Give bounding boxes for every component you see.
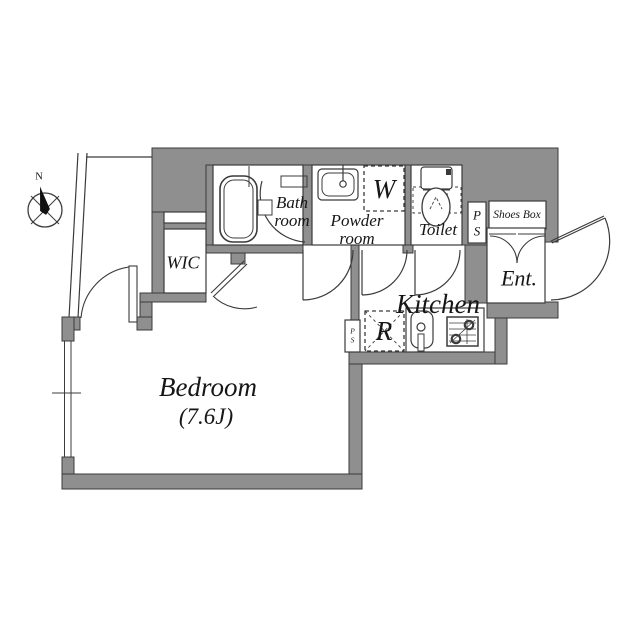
- pipe-shaft-upper-s: S: [473, 223, 481, 238]
- refrigerator-label: R: [375, 315, 393, 346]
- entrance-label: Ent.: [500, 265, 538, 291]
- washbasin-icon: [317, 165, 359, 201]
- bath-fixtures-icon: [248, 166, 308, 188]
- powder-room-label-line2: room: [339, 229, 375, 248]
- pipe-shaft-upper-p: P: [473, 207, 481, 223]
- room-outlines: [163, 164, 547, 353]
- powder-room-label: Powder room: [331, 212, 384, 248]
- toilet-label: Toilet: [418, 220, 458, 240]
- pipe-shaft-upper-label: P S: [473, 207, 481, 238]
- balcony-door-arc: [80, 265, 138, 323]
- toilet-door-arc: [414, 249, 461, 296]
- powder-room-door-arc: [361, 249, 408, 296]
- entrance-door-arc: [550, 215, 611, 301]
- shoes-box-doors: [489, 233, 546, 264]
- bathroom-label-line2: room: [274, 211, 310, 230]
- stove-icon: [446, 316, 479, 347]
- bathtub-icon: [219, 175, 258, 243]
- hall-door-arc: [302, 249, 354, 301]
- powder-room-label-line1: Powder: [330, 211, 384, 231]
- compass-north-label: N: [35, 171, 43, 183]
- shoes-box: [488, 200, 547, 230]
- kitchen-label: Kitchen: [396, 288, 480, 319]
- bathroom-area: [212, 164, 304, 246]
- wic-area: [163, 228, 207, 294]
- bath-door-arc: [257, 180, 306, 243]
- bedroom-size-label: (7.6J): [178, 403, 234, 429]
- bedroom-window: [52, 341, 81, 457]
- shoes-box-label: Shoes Box: [493, 208, 541, 221]
- entrance-area: [486, 227, 546, 304]
- compass-icon: [27, 186, 63, 228]
- bedroom-label: Bedroom: [159, 371, 257, 402]
- balcony-edge: [68, 152, 152, 319]
- bathroom-label: Bath room: [274, 194, 309, 230]
- pipe-shaft-lower-p: P: [350, 326, 355, 336]
- washing-machine-box: [363, 165, 405, 212]
- pipe-shaft-lower-s: S: [350, 335, 355, 344]
- toilet-icon: [412, 166, 462, 227]
- wic-upper-slot: [163, 211, 207, 224]
- washing-machine-label: W: [372, 173, 396, 204]
- refrigerator-box: [364, 310, 405, 352]
- pipe-shaft-upper-box: [467, 201, 487, 244]
- wic-label: WIC: [166, 252, 200, 273]
- wic-door-arc: [210, 260, 258, 310]
- bathroom-label-line1: Bath: [275, 193, 309, 213]
- pipe-shaft-lower-label: P S: [350, 327, 355, 344]
- kitchen-sink-icon: [410, 310, 434, 352]
- pipe-shaft-lower-box: [344, 319, 361, 353]
